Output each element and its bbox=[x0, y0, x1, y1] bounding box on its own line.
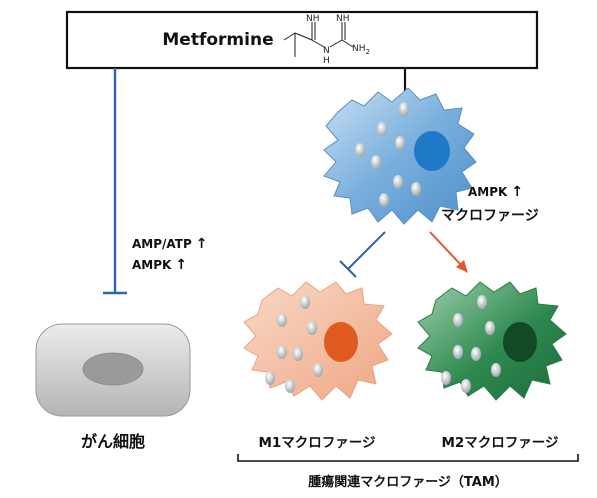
m2-nucleus bbox=[503, 322, 537, 362]
n-label: N bbox=[323, 46, 330, 56]
nh-label-2: NH bbox=[336, 14, 350, 24]
cancer-cell bbox=[35, 323, 191, 417]
tam-bracket bbox=[237, 454, 579, 462]
macrophage-cell bbox=[323, 87, 477, 225]
cancer-nucleus bbox=[82, 352, 144, 386]
amp-atp-label: AMP/ATP↑ bbox=[132, 236, 207, 252]
inhibition-line-m1 bbox=[347, 231, 386, 270]
m2-macrophage-cell bbox=[417, 281, 567, 401]
macrophage-nucleus bbox=[414, 131, 450, 171]
m2-label: M2マクロファージ bbox=[441, 435, 559, 451]
nh2-label: NH2 bbox=[352, 44, 370, 56]
metformin-structure bbox=[283, 22, 354, 57]
activation-arrow-m2 bbox=[429, 231, 463, 267]
m1-macrophage-cell bbox=[243, 281, 393, 401]
metformine-label: Metformine bbox=[162, 30, 273, 50]
h-label: H bbox=[323, 56, 330, 66]
ampk-label-right: AMPK↑ bbox=[468, 184, 523, 200]
nh-label-1: NH bbox=[306, 14, 320, 24]
metformine-box bbox=[65, 10, 539, 70]
cancer-cell-label: がん細胞 bbox=[81, 432, 145, 451]
m1-label: M1マクロファージ bbox=[258, 435, 376, 451]
ampk-label-left: AMPK↑ bbox=[132, 257, 187, 273]
tam-label: 腫瘍関連マクロファージ（TAM） bbox=[308, 474, 508, 490]
macrophage-label: マクロファージ bbox=[441, 208, 539, 224]
m1-nucleus bbox=[324, 322, 358, 362]
inhibition-bar-m1 bbox=[339, 260, 357, 278]
activation-arrowhead-m2 bbox=[456, 260, 468, 273]
